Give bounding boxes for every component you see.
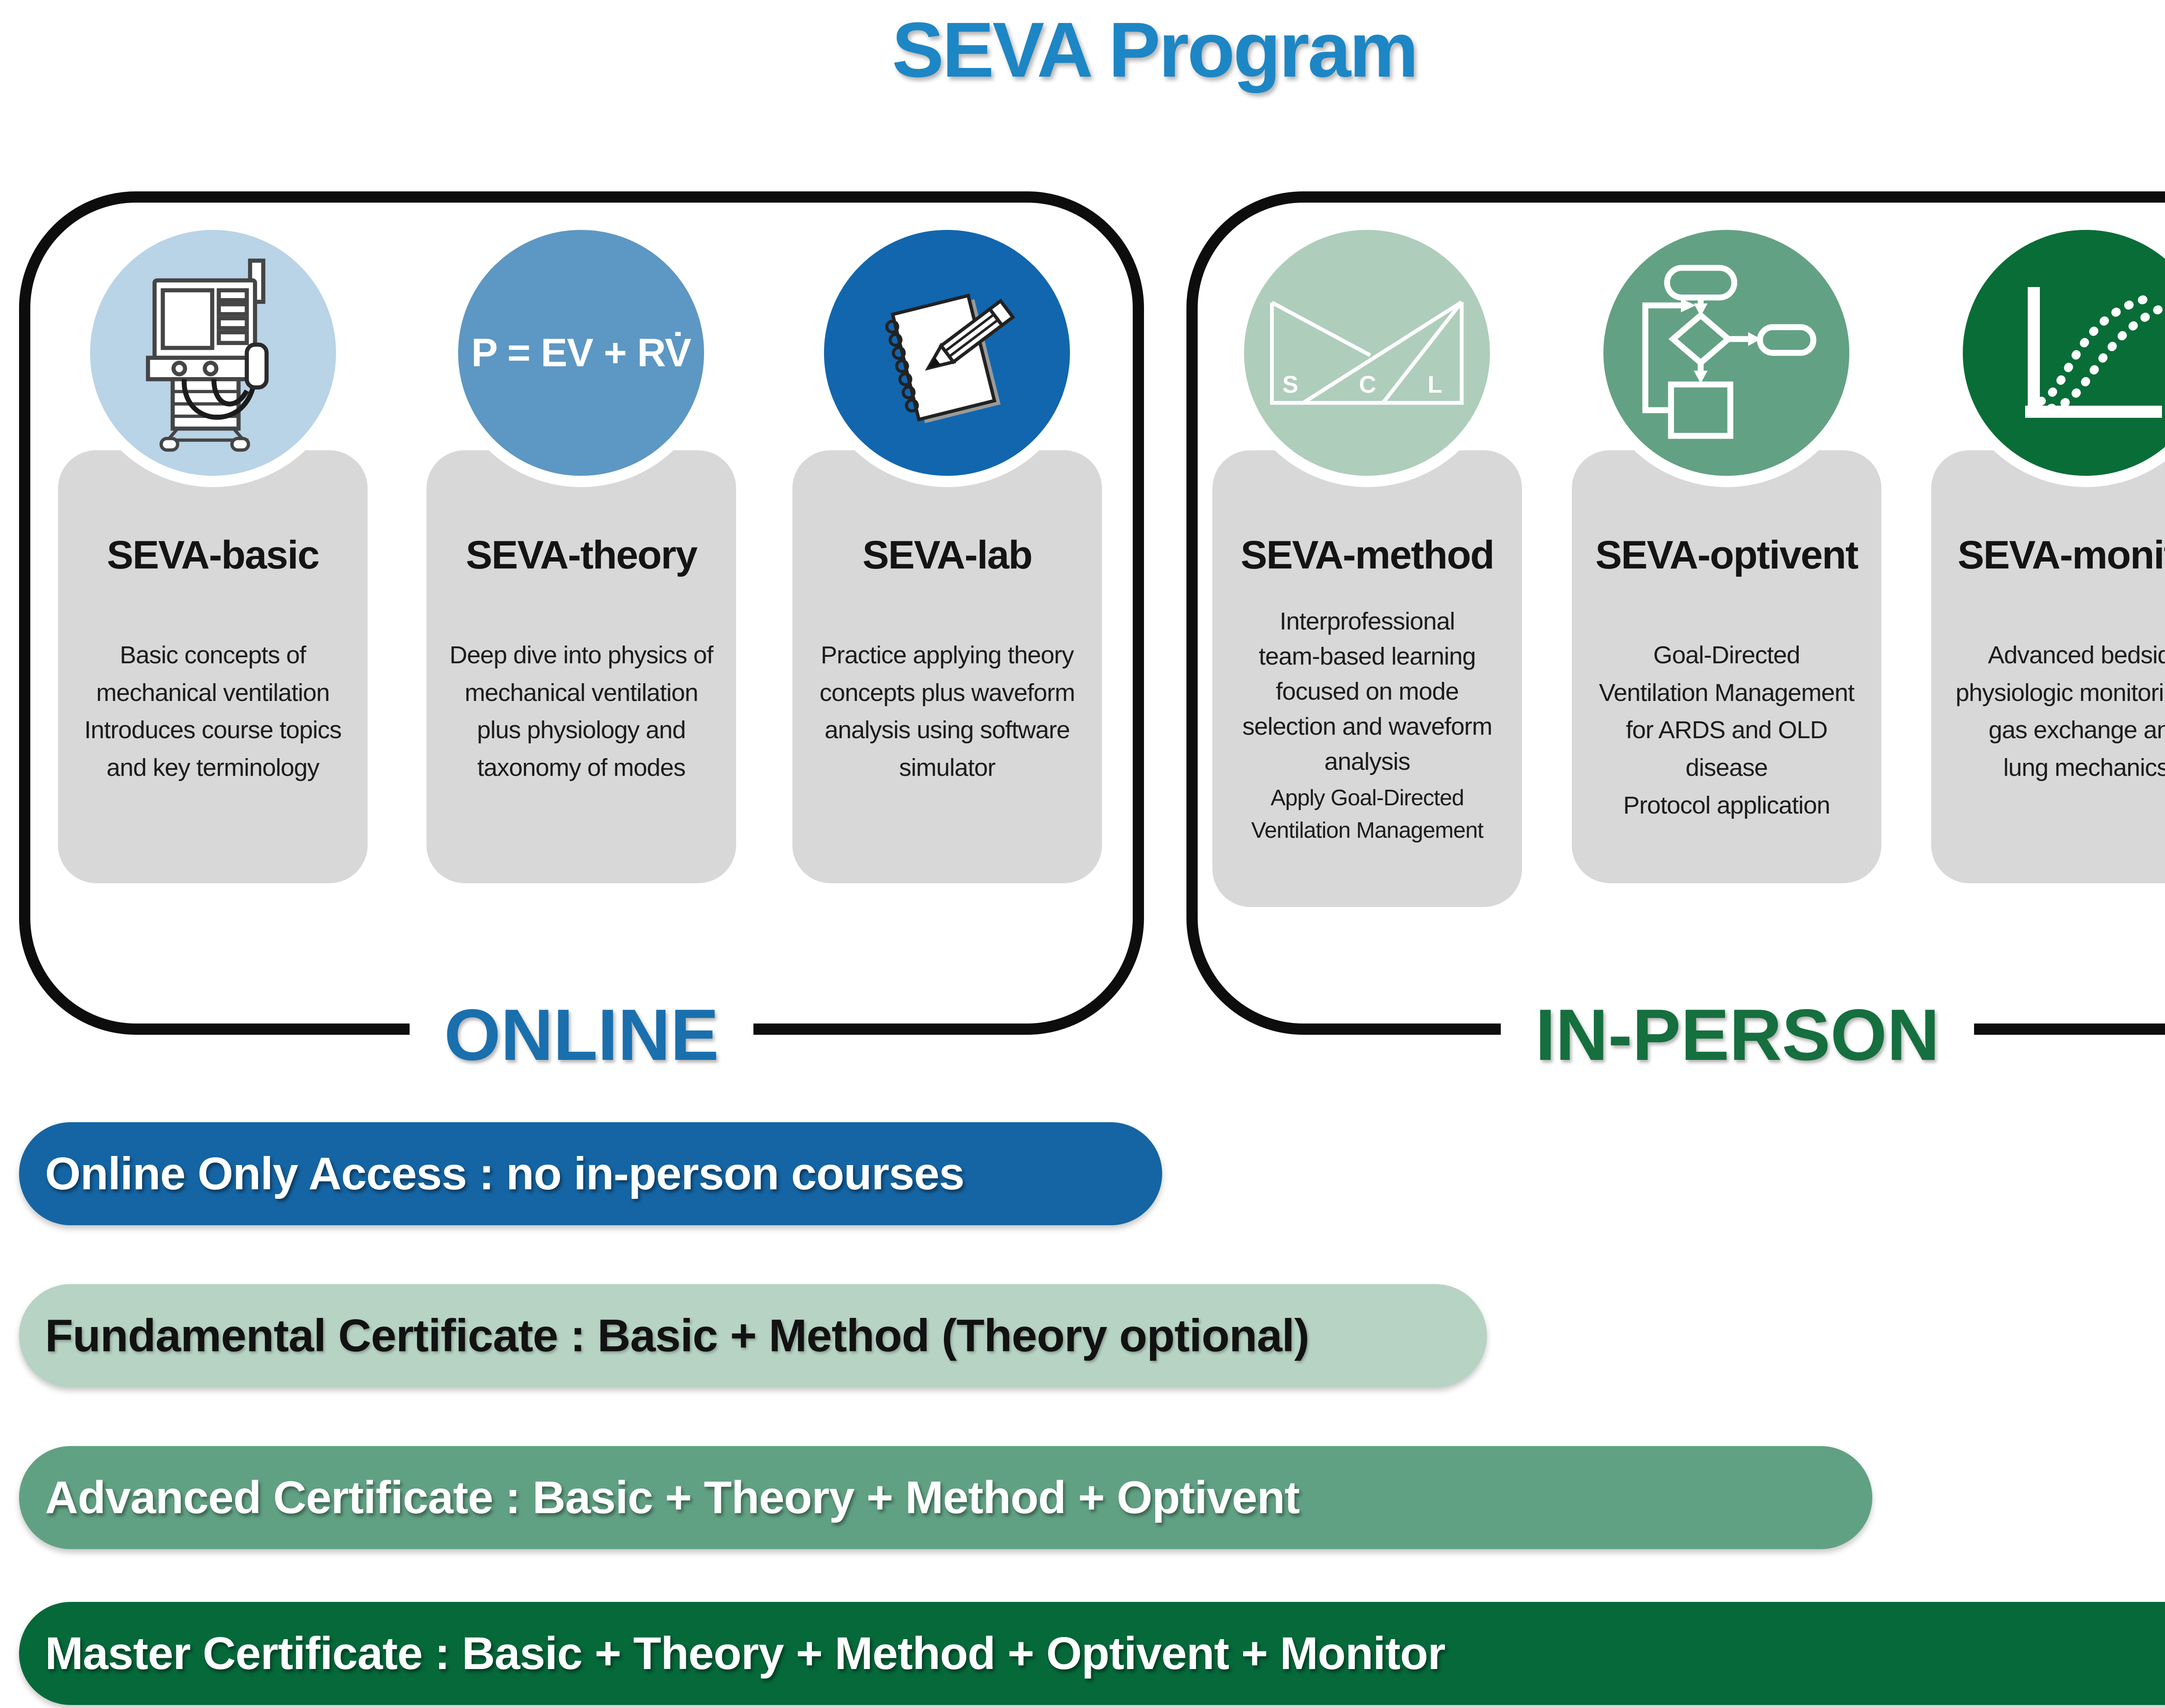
card-title: SEVA-method (1241, 533, 1495, 577)
card-title: SEVA-basic (107, 533, 320, 577)
letter-l: L (1428, 371, 1442, 398)
page-title: SEVA Program (892, 6, 1419, 94)
cert-bar-text: Master Certificate : Basic + Theory + Me… (45, 1627, 1445, 1679)
card-seva-lab: SEVA-lab Practice applying theory concep… (792, 450, 1102, 883)
chart-curves-icon (2025, 287, 2165, 418)
letter-s: S (1283, 371, 1299, 398)
letter-c: C (1359, 371, 1377, 398)
seva-theory-circle: P = EV + RV̇ (447, 219, 715, 487)
cert-bar-text: Fundamental Certificate : Basic + Method… (45, 1310, 1309, 1361)
seva-lab-circle (813, 219, 1081, 487)
cert-bar-text: Online Only Access : no in-person course… (45, 1148, 965, 1199)
card-seva-method: SEVA-method Interprofessional team-based… (1212, 450, 1522, 907)
card-title: SEVA-monitor (1958, 533, 2165, 577)
card-title: SEVA-lab (862, 533, 1033, 577)
online-label-wrap: ONLINE (19, 982, 1144, 1088)
card-description: Goal-Directed Ventilation Management for… (1599, 641, 1855, 819)
flowchart-icon (1642, 265, 1816, 439)
card-description: Interprofessional team-based learning fo… (1242, 607, 1493, 775)
cert-bar-advanced: Advanced Certificate : Basic + Theory + … (19, 1446, 1872, 1549)
seva-method-circle: S C L (1233, 219, 1501, 487)
equation-icon: P = EV + RV̇ (471, 330, 691, 375)
cert-bar-master: Master Certificate : Basic + Theory + Me… (19, 1602, 2165, 1705)
cert-bar-fundamental: Fundamental Certificate : Basic + Method… (19, 1284, 1487, 1387)
group-label-inperson: IN-PERSON (1500, 982, 1974, 1088)
card-description: Deep dive into physics of mechanical ven… (449, 641, 714, 781)
scl-triangles-icon: S C L (1270, 300, 1464, 405)
ventilator-icon (146, 258, 269, 452)
card-title: SEVA-theory (465, 533, 698, 577)
card-description-secondary: Apply Goal-Directed Ventilation Manageme… (1251, 785, 1484, 843)
card-seva-basic: SEVA-basic Basic concepts of mechanical … (58, 450, 368, 883)
card-description: Basic concepts of mechanical ventilation… (84, 641, 342, 781)
card-seva-theory: SEVA-theory Deep dive into physics of me… (427, 450, 736, 883)
inperson-label-wrap: IN-PERSON (1186, 982, 2165, 1088)
card-description: Practice applying theory concepts plus w… (819, 641, 1075, 781)
card-seva-monitor: SEVA-monitor Advanced bedside physiologi… (1931, 450, 2165, 883)
seva-optivent-circle (1592, 219, 1861, 487)
notebook-pencil-icon (885, 293, 1015, 423)
card-seva-optivent: SEVA-optivent Goal-Directed Ventilation … (1572, 450, 1881, 883)
group-label-online: ONLINE (409, 982, 754, 1088)
card-title: SEVA-optivent (1595, 533, 1858, 577)
cert-bar-online-only: Online Only Access : no in-person course… (19, 1122, 1162, 1225)
seva-basic-circle (79, 219, 347, 487)
cert-bar-text: Advanced Certificate : Basic + Theory + … (45, 1472, 1300, 1523)
card-description: Advanced bedside physiologic monitoring … (1955, 641, 2165, 781)
seva-monitor-circle (1952, 219, 2165, 487)
